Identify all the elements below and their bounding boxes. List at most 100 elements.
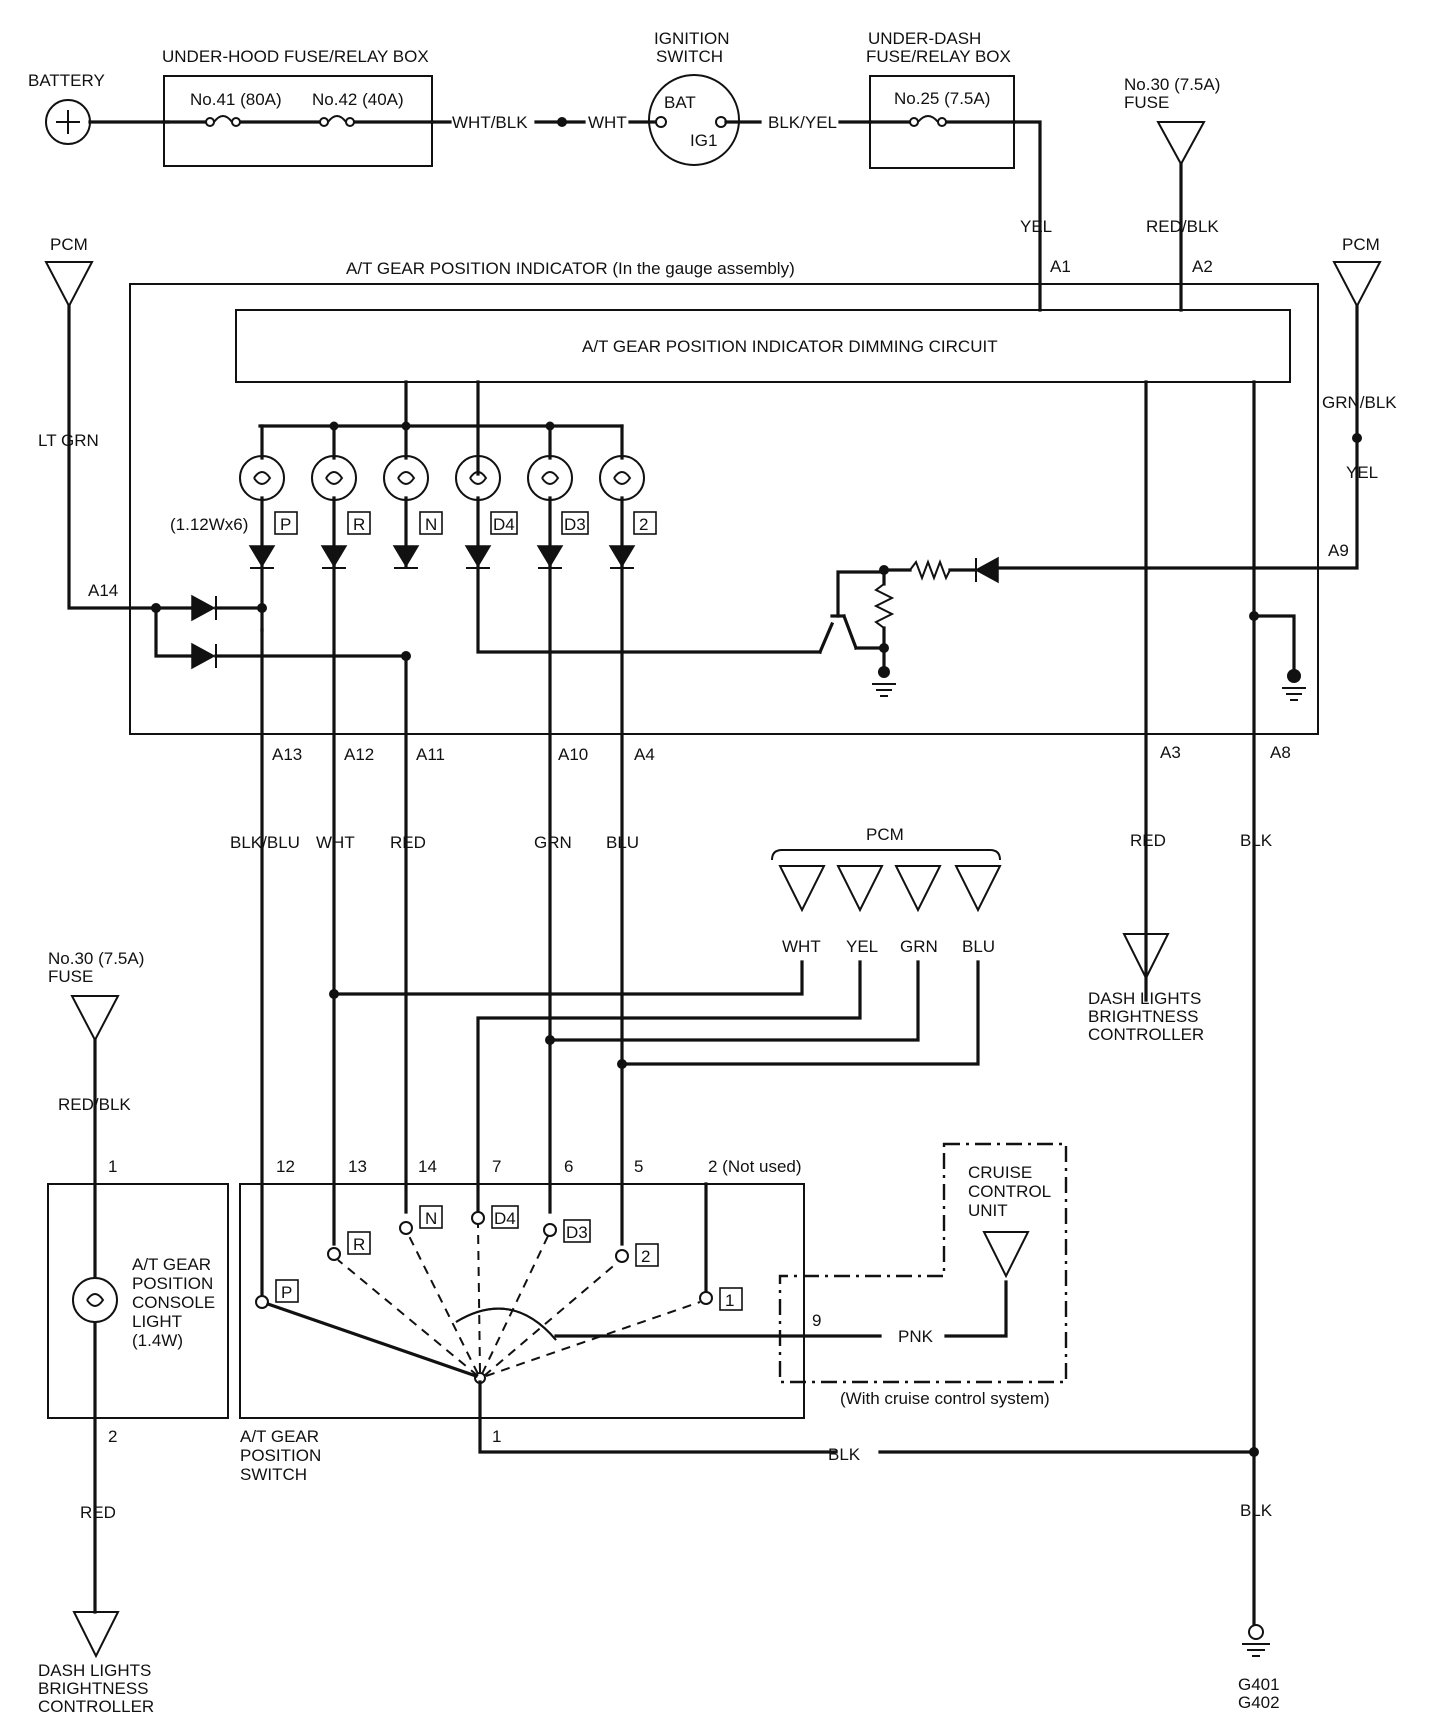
fuse-25-label: No.25 (7.5A) (894, 89, 990, 108)
pin-a11: A11 (416, 745, 445, 764)
ground-g401: G401 (1238, 1675, 1280, 1694)
wire-blk-a8-label: BLK (1240, 831, 1273, 850)
switch-pos-d4: D4 (494, 1209, 516, 1228)
pin-a12: A12 (344, 745, 374, 764)
pcm-input-blu-label: BLU (962, 937, 995, 956)
pcm-input-grn-icon (894, 865, 942, 913)
wire-red-blk-left-label: RED/BLK (58, 1095, 131, 1114)
dash-controller-right-l1: DASH LIGHTS (1088, 989, 1201, 1008)
pcm-input-wht-icon (778, 865, 826, 913)
pcm-left-icon (44, 261, 94, 309)
console-bulb-icon (72, 1277, 118, 1323)
switch-pos-p: P (281, 1283, 292, 1302)
bulb-2-icon (599, 455, 645, 501)
switch-pin-2-not-used: 2 (Not used) (708, 1157, 802, 1176)
dash-controller-right-l3: CONTROLLER (1088, 1025, 1204, 1044)
dimming-transistor (817, 570, 896, 697)
ignition-label-1: IGNITION (654, 29, 730, 48)
wire-wht-label: WHT (588, 113, 627, 132)
console-light-l1: A/T GEAR (132, 1255, 211, 1274)
pcm-right-icon (1332, 261, 1382, 309)
dash-controller-left-l3: CONTROLLER (38, 1697, 154, 1716)
fuse-30-left-label-1: No.30 (7.5A) (48, 949, 144, 968)
fuse-30-left-icon (70, 995, 120, 1043)
diode-n-icon (392, 545, 420, 568)
connector-dot (557, 117, 567, 127)
bulb-d3-icon (527, 455, 573, 501)
pcm-left-label: PCM (50, 235, 88, 254)
switch-label-1: A/T GEAR (240, 1427, 319, 1446)
console-light-l2: POSITION (132, 1274, 213, 1293)
fuse-42-icon (327, 115, 347, 123)
switch-pin-9: 9 (812, 1311, 821, 1330)
indicator-title: A/T GEAR POSITION INDICATOR (In the gaug… (346, 259, 795, 278)
wire-red-left-label: RED (80, 1503, 116, 1522)
pin-a8: A8 (1270, 743, 1291, 762)
cruise-label-1: CRUISE (968, 1163, 1032, 1182)
bulb-r-icon (311, 455, 357, 501)
pin-a1-label: A1 (1050, 257, 1071, 276)
diode-p-icon (248, 545, 276, 568)
dash-controller-left-icon (72, 1611, 120, 1659)
diode-a14-2-icon (191, 642, 216, 670)
gear-tag-d3: D3 (564, 515, 586, 534)
diode-2-icon (608, 545, 636, 568)
ground-g402: G402 (1238, 1693, 1280, 1712)
underhood-fuse-box: UNDER-HOOD FUSE/RELAY BOX No.41 (80A) No… (162, 47, 434, 167)
switch-box (239, 1183, 805, 1419)
ignition-switch: IGNITION SWITCH BAT IG1 (648, 29, 740, 166)
resistor-horizontal-icon (909, 559, 951, 581)
wire-blk-yel-label: BLK/YEL (768, 113, 837, 132)
switch-pos-2: 2 (641, 1247, 650, 1266)
switch-pos-r: R (353, 1235, 365, 1254)
gear-position-switch: 12 13 14 7 6 5 2 (Not used) P R N D4 D3 … (239, 1157, 805, 1484)
wire-red-blk-label: RED/BLK (1146, 217, 1219, 236)
console-light-circuit: No.30 (7.5A) FUSE RED/BLK 1 A/T GEAR POS… (38, 949, 229, 1716)
console-pin-bottom: 2 (108, 1427, 117, 1446)
cruise-control-icon (982, 1231, 1030, 1279)
pin-a2-label: A2 (1192, 257, 1213, 276)
diode-d3-icon (536, 545, 564, 568)
gear-tag-n: N (425, 515, 437, 534)
bulb-d4-icon (455, 455, 501, 501)
ignition-bat-label: BAT (664, 93, 696, 112)
wire-wht-blk-label: WHT/BLK (452, 113, 528, 132)
wire-red-a3-label: RED (1130, 831, 1166, 850)
dash-controller-left-l2: BRIGHTNESS (38, 1679, 149, 1698)
dimming-circuit (235, 309, 1291, 383)
wire-red-output-label: RED (390, 833, 426, 852)
cruise-control-unit: CRUISE CONTROL UNIT (With cruise control… (778, 1142, 1068, 1408)
pcm-right: PCM (1332, 235, 1382, 309)
fuse-41-label: No.41 (80A) (190, 90, 282, 109)
battery-label: BATTERY (28, 71, 105, 90)
pcm-input-yel-icon (836, 865, 884, 913)
resistor-vertical-icon (873, 583, 895, 629)
battery: BATTERY (28, 71, 105, 145)
switch-pos-n: N (425, 1209, 437, 1228)
fuse-41-icon (213, 115, 233, 123)
underdash-fuse-box: UNDER-DASH FUSE/RELAY BOX No.25 (7.5A) (866, 29, 1016, 169)
bulb-r: R (311, 424, 371, 569)
fuse-30-top-icon (1156, 121, 1206, 167)
bulbs-rating: (1.12Wx6) (170, 515, 248, 534)
ground-wire-label: BLK (1240, 1501, 1273, 1520)
pcm-input-wht-label: WHT (782, 937, 821, 956)
fuse-30-top: No.30 (7.5A) FUSE (1124, 75, 1220, 167)
ignition-ig1-label: IG1 (690, 131, 717, 150)
switch-pos-d3: D3 (566, 1223, 588, 1242)
gear-tag-d4: D4 (493, 515, 515, 534)
switch-pin-ground: 1 (492, 1427, 501, 1446)
switch-pos-1: 1 (725, 1291, 734, 1310)
pin-a9-label: A9 (1328, 541, 1349, 560)
bulb-p-icon (239, 455, 285, 501)
diode-a14-1-icon (191, 594, 216, 622)
wire-blk-ground-label: BLK (828, 1445, 861, 1464)
bulb-d3: D3 (527, 424, 589, 569)
pin-a14-label: A14 (88, 581, 118, 600)
switch-pin-14: 14 (418, 1157, 437, 1176)
cruise-note: (With cruise control system) (840, 1389, 1050, 1408)
switch-pin-13: 13 (348, 1157, 367, 1176)
pcm-input-blu-icon (954, 865, 1002, 913)
dash-controller-right-l2: BRIGHTNESS (1088, 1007, 1199, 1026)
pcm-input-grn-label: GRN (900, 937, 938, 956)
